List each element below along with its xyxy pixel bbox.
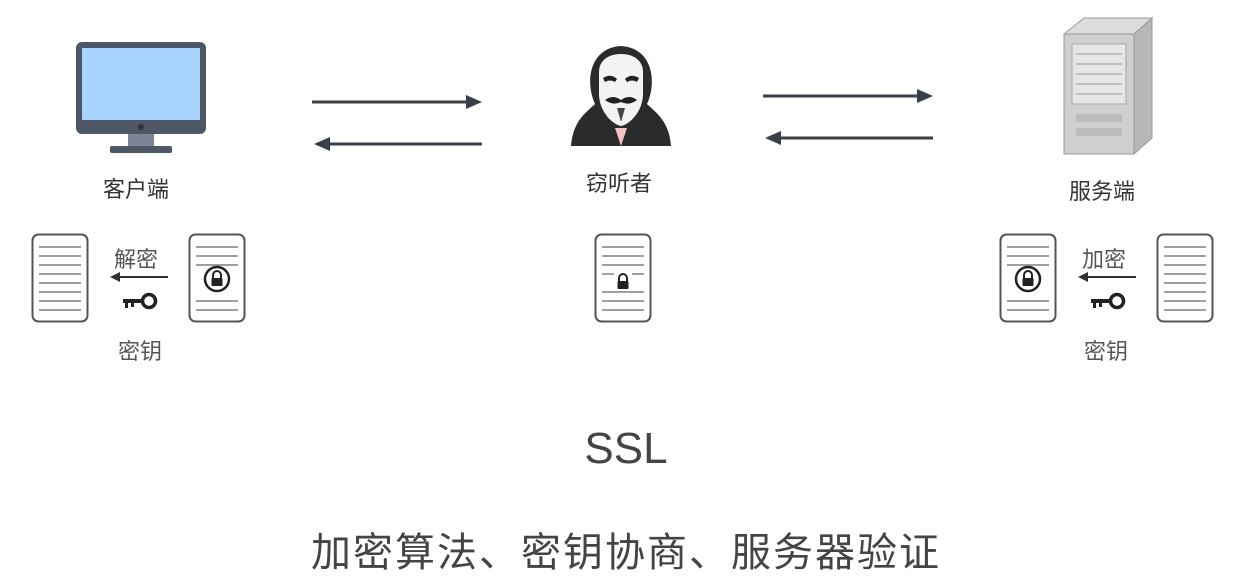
document-icon [1156, 233, 1214, 323]
arrow-left-icon [312, 134, 484, 154]
key-icon [121, 291, 159, 311]
encrypted-document-icon [594, 233, 652, 323]
key-label: 密钥 [1084, 340, 1129, 365]
title: SSL [584, 424, 668, 473]
arrow-left-icon [1078, 271, 1138, 283]
key-label: 密钥 [118, 340, 163, 365]
subtitle: 加密算法、密钥协商、服务器验证 [311, 530, 941, 576]
key-icon [1089, 291, 1127, 311]
encrypted-document-icon [999, 233, 1057, 323]
arrow-left-icon [763, 128, 935, 148]
eavesdropper-label: 窃听者 [586, 172, 653, 197]
arrow-right-icon [312, 92, 484, 112]
document-icon [31, 233, 89, 323]
computer-icon [74, 40, 210, 158]
server-label: 服务端 [1069, 180, 1136, 205]
arrow-right-icon [763, 86, 935, 106]
arrow-left-icon [110, 271, 170, 283]
hacker-icon [565, 42, 677, 148]
encrypted-document-icon [188, 233, 246, 323]
decrypt-label: 解密 [114, 248, 159, 273]
server-icon [1058, 14, 1158, 158]
client-label: 客户端 [103, 178, 170, 203]
encrypt-label: 加密 [1082, 248, 1127, 273]
